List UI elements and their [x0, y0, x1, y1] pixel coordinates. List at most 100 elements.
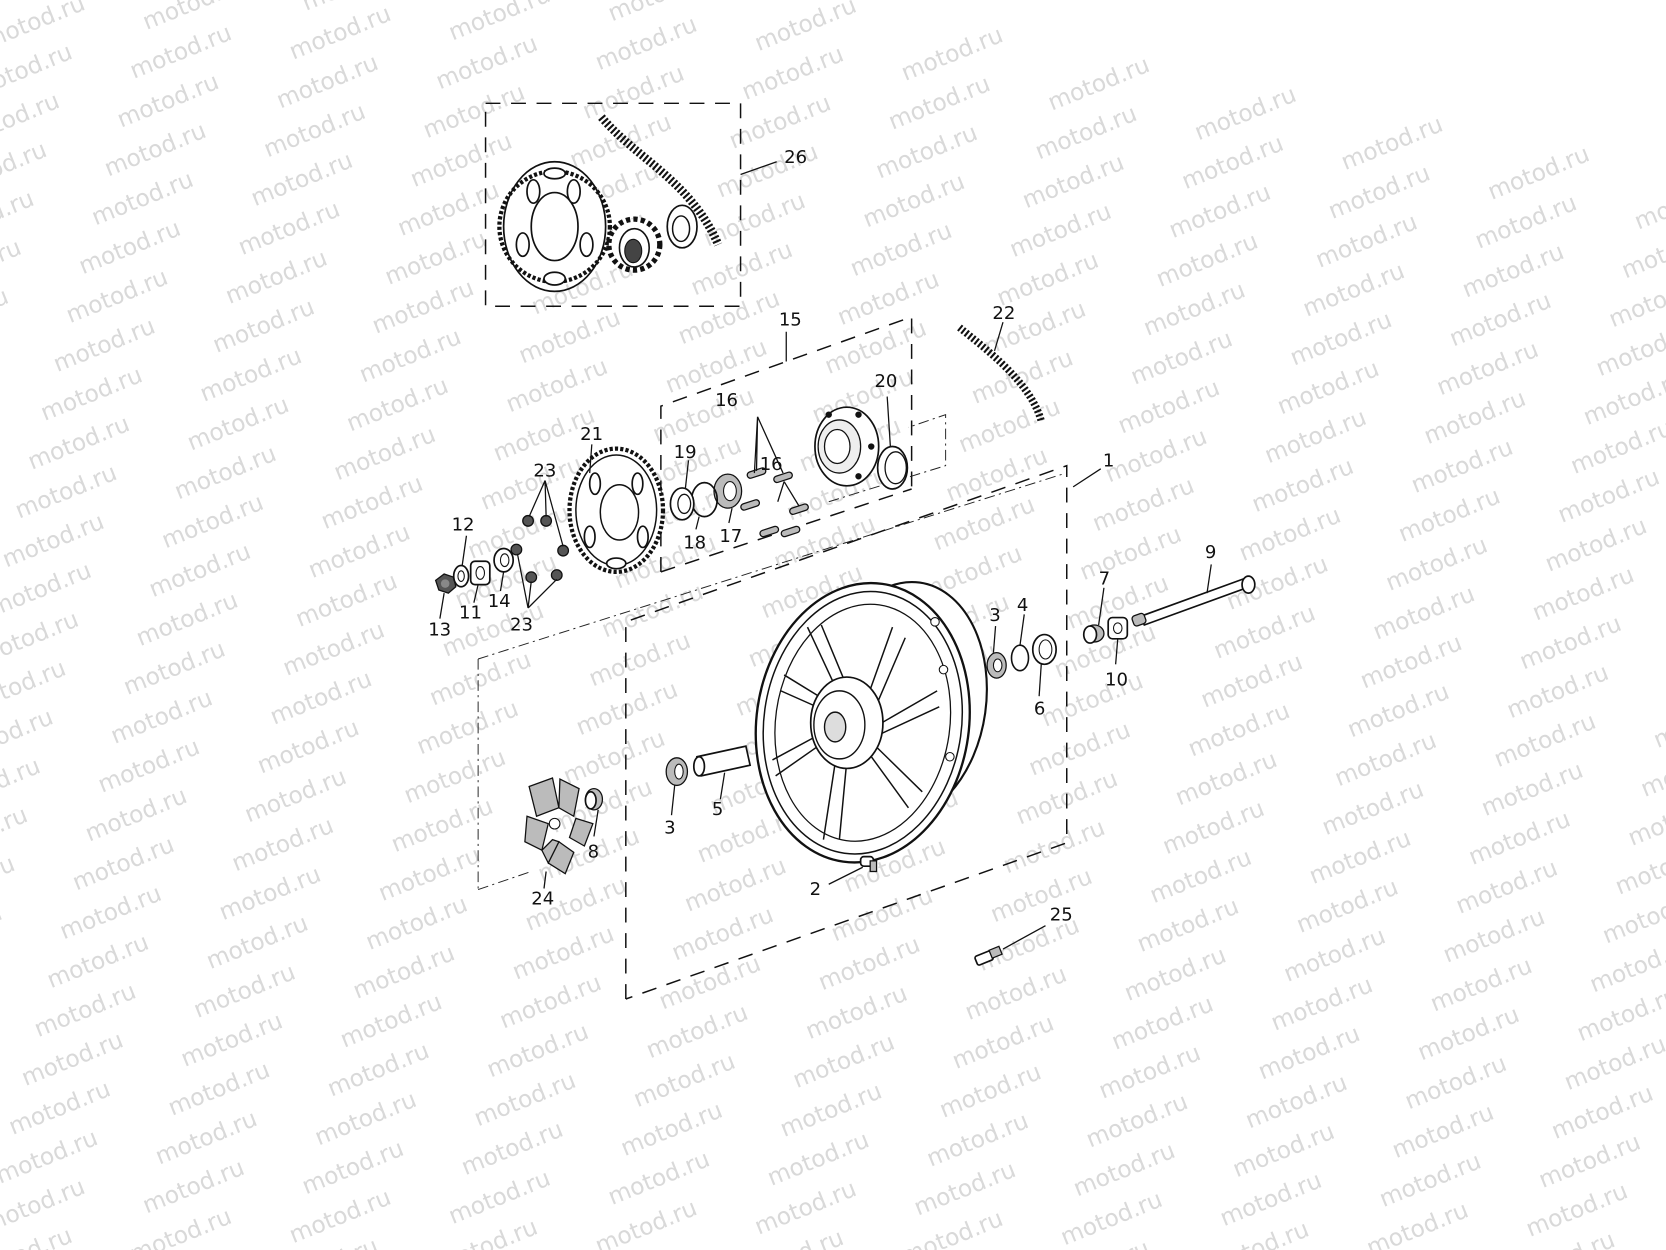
- watermark-text: motod.ru: [1649, 688, 1666, 754]
- watermark-text: motod.ru: [94, 732, 204, 798]
- watermark-text: motod.ru: [336, 987, 446, 1053]
- watermark-text: motod.ru: [1267, 970, 1377, 1036]
- callout-23-lower: 23: [510, 614, 533, 635]
- watermark-text: motod.ru: [1547, 1079, 1657, 1145]
- callout-21: 21: [580, 424, 603, 445]
- watermark-text: motod.ru: [266, 664, 376, 730]
- watermark-text: motod.ru: [444, 1164, 554, 1230]
- watermark-text: motod.ru: [910, 1155, 1020, 1221]
- leader-line-7: [1097, 587, 1105, 626]
- watermark-text: motod.ru: [62, 263, 172, 329]
- watermark-text: motod.ru: [1458, 237, 1568, 303]
- studs-16-icon: [740, 467, 809, 538]
- callout-22: 22: [992, 303, 1015, 324]
- watermark-text: motod.ru: [859, 167, 969, 233]
- watermark-text: motod.ru: [750, 0, 860, 57]
- watermark-text: motod.ru: [381, 224, 491, 290]
- leader-line-20: [886, 396, 892, 447]
- watermark-text: motod.ru: [763, 1125, 873, 1191]
- watermark-text: motod.ru: [1560, 1030, 1666, 1096]
- watermark-text: motod.ru: [1044, 50, 1154, 116]
- spacer-14-icon: [493, 547, 515, 573]
- watermark-text: motod.ru: [1362, 1196, 1472, 1250]
- leader-line-12: [461, 535, 468, 566]
- watermark-text: motod.ru: [387, 792, 497, 858]
- watermark-text: motod.ru: [1095, 1038, 1205, 1104]
- leader-lines-23b: [516, 553, 558, 609]
- callout-8: 8: [588, 842, 599, 863]
- watermark-text: motod.ru: [0, 507, 108, 573]
- watermark-text: motod.ru: [1407, 433, 1517, 499]
- front-sprocket-icon: [606, 216, 663, 273]
- watermark-text: motod.ru: [406, 127, 516, 193]
- watermark-text: motod.ru: [1331, 726, 1441, 792]
- watermark-text: motod.ru: [444, 0, 554, 46]
- watermark-text: motod.ru: [349, 938, 459, 1004]
- callout-12: 12: [452, 514, 475, 535]
- watermark-text: motod.ru: [1522, 1176, 1632, 1242]
- tyre-valve-2-icon: [859, 855, 878, 873]
- watermark-text: motod.ru: [393, 176, 503, 242]
- group-26-chain-sprocket-kit: 26: [484, 102, 807, 307]
- callout-11: 11: [459, 603, 482, 624]
- watermark-text: motod.ru: [1541, 511, 1651, 577]
- bush-8-icon: [584, 787, 604, 811]
- watermark-text: motod.ru: [0, 282, 12, 348]
- watermark-text: motod.ru: [923, 1106, 1033, 1172]
- watermark-text: motod.ru: [483, 1017, 593, 1083]
- watermark-text: motod.ru: [1292, 873, 1402, 939]
- watermark-text: motod.ru: [591, 1193, 701, 1250]
- watermark-text: motod.ru: [81, 781, 191, 847]
- leader-line-3-left: [670, 785, 676, 816]
- watermark-text: motod.ru: [1171, 745, 1281, 811]
- watermark-text: motod.ru: [272, 48, 382, 114]
- watermark-text: motod.ru: [17, 1026, 127, 1092]
- watermark-text: motod.ru: [687, 235, 797, 301]
- watermark-text: motod.ru: [151, 1104, 261, 1170]
- right-axle-parts: 7 10 9: [1082, 542, 1256, 691]
- leader-line-6: [1038, 664, 1042, 697]
- watermark-text: motod.ru: [1254, 1019, 1364, 1085]
- watermark-text: motod.ru: [1241, 1068, 1351, 1134]
- watermark-text: motod.ru: [311, 1085, 421, 1151]
- group-1-rear-wheel: 1: [625, 451, 1114, 1000]
- watermark-text: motod.ru: [183, 390, 293, 456]
- watermark-text: motod.ru: [1401, 1049, 1511, 1115]
- leader-lines-16a: [753, 416, 784, 474]
- callout-2: 2: [810, 879, 821, 900]
- watermark-text: motod.ru: [362, 890, 472, 956]
- watermark-text: motod.ru: [1311, 207, 1421, 273]
- callout-16-lower: 16: [760, 454, 783, 475]
- watermark-text: motod.ru: [1101, 422, 1211, 488]
- seal-19-icon: [669, 487, 695, 521]
- watermark-text: motod.ru: [1056, 1185, 1166, 1250]
- watermark-text: motod.ru: [833, 265, 943, 331]
- watermark-text: motod.ru: [1420, 384, 1530, 450]
- watermark-text: motod.ru: [260, 97, 370, 163]
- watermark-text: motod.ru: [738, 40, 848, 106]
- watermark-text: motod.ru: [629, 1047, 739, 1113]
- watermark-text: motod.ru: [158, 488, 268, 554]
- watermark-text: motod.ru: [107, 683, 217, 749]
- watermark-text: motod.ru: [304, 518, 414, 584]
- watermark-text: motod.ru: [1433, 335, 1543, 401]
- watermark-text: motod.ru: [215, 860, 325, 926]
- callout-7: 7: [1099, 569, 1110, 590]
- watermark-text: motod.ru: [113, 67, 223, 133]
- watermark-text: motod.ru: [617, 1096, 727, 1162]
- watermark-text: motod.ru: [1528, 560, 1638, 626]
- watermark-text: motod.ru: [1324, 159, 1434, 225]
- leader-line-13: [439, 593, 445, 619]
- leader-lines-23a: [528, 480, 564, 547]
- callout-19: 19: [674, 442, 697, 463]
- leader-lines-16b: [777, 481, 800, 507]
- callout-18: 18: [683, 533, 706, 554]
- watermark-text: motod.ru: [170, 439, 280, 505]
- watermark-text: motod.ru: [1662, 639, 1666, 705]
- watermark-text: motod.ru: [1082, 1087, 1192, 1153]
- watermark-text: motod.ru: [240, 762, 350, 828]
- bearing-3-right-icon: [986, 651, 1007, 679]
- leader-line-2: [828, 866, 864, 885]
- watermark-text: motod.ru: [750, 1174, 860, 1240]
- sprocket-nuts-23-icon: [510, 514, 570, 584]
